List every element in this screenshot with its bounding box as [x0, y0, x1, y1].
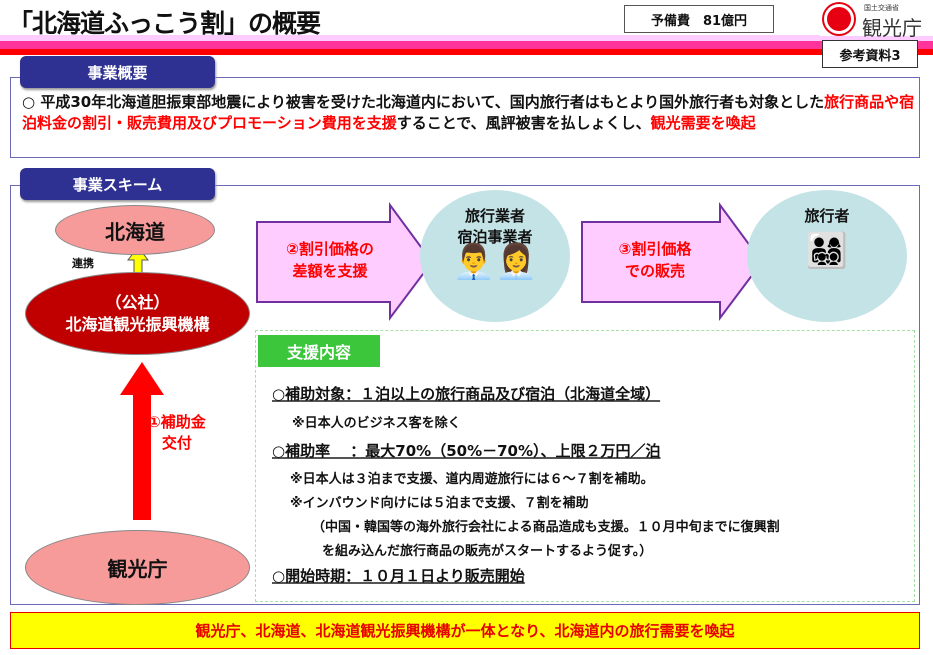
subsidy-line: 交付	[161, 434, 192, 452]
support-note: を組み込んだ旅行商品の販売がスタートするよう促す。）	[322, 544, 653, 559]
bullet: ○	[22, 93, 36, 111]
support-item: ○開始時期：１０月１日より販売開始	[272, 567, 525, 585]
support-item: ○補助対象：１泊以上の旅行商品及び宿泊（北海道全域）	[272, 385, 661, 403]
overview-tab: 事業概要	[20, 56, 215, 88]
subsidy-label: ①補助金 交付	[148, 412, 206, 454]
highlight: 観光需要を喚起	[650, 114, 756, 132]
arrow-2-label: ②割引価格の 差額を支援	[270, 238, 390, 282]
scheme-tab: 事業スキーム	[20, 168, 215, 200]
scheme-box	[10, 185, 920, 605]
arrow-2-icon	[256, 201, 434, 321]
text: 平成30年北海道胆振東部地震により被害を受けた北海道内において、国内旅行者はもと…	[40, 93, 825, 111]
hokkaido-ellipse: 北海道	[55, 205, 215, 255]
highlight: 旅行商品や宿泊料金の割引・販売費用及びプロモーション費用を支援	[22, 93, 915, 132]
header-stripe	[0, 35, 933, 41]
family-travelers-illustration-icon: 👨‍👩‍👧‍👦	[805, 231, 849, 271]
travelers-label: 旅行者	[804, 207, 850, 225]
support-tab: 支援内容	[258, 335, 380, 367]
support-box	[255, 330, 915, 602]
support-item: ○補助率 ：最大70%（50%－70%）、上限２万円／泊	[272, 442, 661, 460]
support-note: （中国・韓国等の海外旅行会社による商品造成も支援。１０月中旬までに復興割	[312, 520, 780, 535]
logo-agency: 観光庁	[862, 16, 922, 40]
tourism-organization-ellipse: （公社） 北海道観光振興機構	[25, 272, 250, 355]
label-line: ②割引価格の	[286, 240, 374, 258]
subsidy-up-arrow-icon	[120, 362, 164, 520]
logo-circle-icon	[824, 4, 854, 34]
tourism-agency-logo: 国土交通省 観光庁	[820, 2, 933, 40]
label-line: ③割引価格	[618, 240, 692, 258]
org-line: 北海道観光振興機構	[65, 314, 210, 334]
operators-circle: 旅行業者 宿泊事業者 👨‍💼👩‍💼	[420, 190, 570, 322]
operators-line: 旅行業者	[464, 207, 525, 225]
business-meeting-illustration-icon: 👨‍💼👩‍💼	[452, 242, 538, 282]
label-line: 差額を支援	[292, 262, 368, 280]
support-note: ※インバウンド向けには５泊まで支援、７割を補助	[290, 496, 589, 511]
page-title: 「北海道ふっこう割」の概要	[8, 9, 321, 38]
reference-label: 参考資料3	[822, 40, 918, 68]
footer-banner: 観光庁、北海道、北海道観光振興機構が一体となり、北海道内の旅行需要を喚起	[10, 612, 920, 649]
header-stripe	[0, 41, 933, 49]
org-line: （公社）	[105, 292, 170, 312]
label-line: での販売	[624, 262, 685, 280]
arrow-3-label: ③割引価格 での販売	[595, 238, 715, 282]
overview-box	[10, 77, 920, 158]
support-note: ※日本人のビジネス客を除く	[292, 416, 461, 431]
tourism-agency-ellipse: 観光庁	[25, 530, 250, 605]
link-label: 連携	[72, 257, 94, 270]
header-stripe	[0, 49, 933, 55]
budget-badge: 予備費 81億円	[624, 5, 774, 33]
support-note: ※日本人は３泊まで支援、道内周遊旅行には６～７割を補助。	[290, 472, 654, 487]
operators-line: 宿泊事業者	[457, 228, 533, 246]
logo-ministry: 国土交通省	[864, 4, 899, 12]
text: することで、風評被害を払しょくし、	[396, 114, 651, 132]
subsidy-line: ①補助金	[148, 413, 206, 431]
arrow-3-icon	[581, 201, 764, 321]
travelers-circle: 旅行者 👨‍👩‍👧‍👦	[747, 190, 907, 322]
overview-text: ○ 平成30年北海道胆振東部地震により被害を受けた北海道内において、国内旅行者は…	[22, 92, 917, 134]
